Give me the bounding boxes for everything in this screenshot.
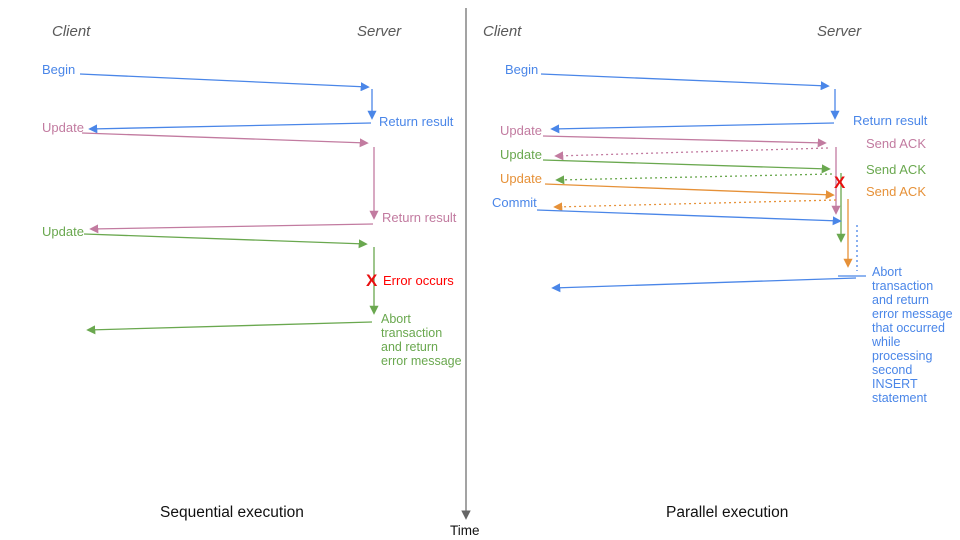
- right-server-header: Server: [817, 23, 862, 40]
- right-send-ack-1-label: Send ACK: [866, 136, 926, 151]
- left-update-1-label: Update: [42, 120, 84, 135]
- left-return1-response-arrow: [88, 122, 372, 134]
- right-send-ack-2-label: Send ACK: [866, 162, 926, 177]
- left-panel-arrows: [79, 73, 379, 335]
- left-return2-response-arrow: [89, 223, 374, 234]
- right-update2-request-arrow: [542, 159, 831, 174]
- left-error-occurs-label: Error occurs: [383, 273, 454, 288]
- left-update2-request-arrow: [83, 233, 368, 249]
- right-ack1-response-arrow: [554, 147, 829, 161]
- time-axis-label: Time: [450, 523, 480, 538]
- right-update-3-label: Update: [500, 171, 542, 186]
- right-update-2-label: Update: [500, 147, 542, 162]
- right-abort-note: Abort transaction and return error messa…: [872, 265, 953, 405]
- right-commit-request-arrow: [536, 209, 842, 226]
- left-begin-request-arrow: [79, 73, 370, 92]
- right-update3-request-arrow: [544, 183, 835, 200]
- right-client-header: Client: [483, 23, 522, 40]
- right-caption: Parallel execution: [666, 504, 789, 521]
- left-caption: Sequential execution: [160, 504, 304, 521]
- right-return-response-arrow: [550, 122, 835, 134]
- right-begin-label: Begin: [505, 62, 539, 77]
- right-panel-arrows: [536, 73, 866, 293]
- left-client-header: Client: [52, 23, 91, 40]
- left-return-result-1-label: Return result: [379, 114, 454, 129]
- left-error-x-icon: X: [366, 271, 378, 290]
- right-update1-request-arrow: [542, 135, 827, 148]
- left-update1-request-arrow: [81, 132, 369, 148]
- right-send-ack-3-label: Send ACK: [866, 184, 926, 199]
- right-abort-response-arrow: [551, 277, 857, 293]
- left-abort-response-arrow: [86, 321, 373, 335]
- right-ack3-response-arrow: [553, 199, 837, 212]
- right-commit-label: Commit: [492, 195, 537, 210]
- right-update-1-label: Update: [500, 123, 542, 138]
- left-update-2-label: Update: [42, 224, 84, 239]
- left-server-header: Server: [357, 23, 402, 40]
- right-error-x-icon: X: [834, 173, 846, 192]
- left-abort-note: Abort transaction and return error messa…: [381, 312, 462, 368]
- right-return-result-label: Return result: [853, 113, 928, 128]
- right-ack2-response-arrow: [555, 173, 833, 185]
- left-begin-label: Begin: [42, 62, 76, 77]
- right-begin-request-arrow: [540, 73, 830, 91]
- left-return-result-2-label: Return result: [382, 210, 457, 225]
